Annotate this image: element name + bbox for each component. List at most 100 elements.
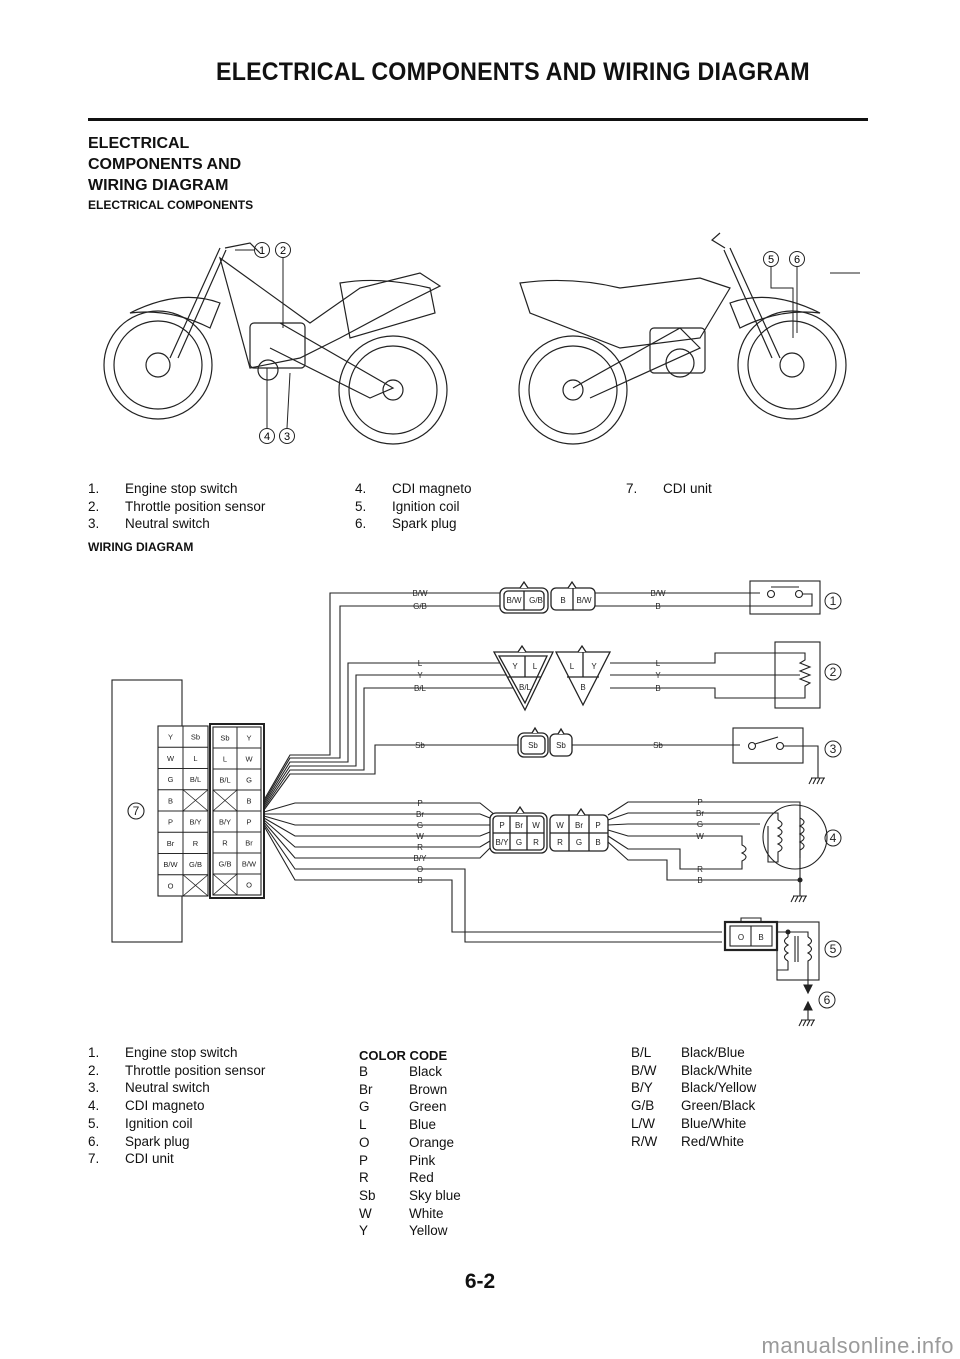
section-title: ELECTRICAL COMPONENTS AND WIRING DIAGRAM <box>88 133 328 196</box>
connector-pin: Y <box>512 662 518 671</box>
cdi-pin-label: Y <box>246 734 251 743</box>
cdi-pin-label: W <box>167 754 175 763</box>
color-code-name: Blue <box>409 1117 437 1133</box>
callout-5: 5 <box>830 942 837 956</box>
wiring-heading: WIRING DIAGRAM <box>88 540 194 554</box>
color-code-abbrev: B/L <box>631 1045 652 1060</box>
legend-item: 5.Ignition coil <box>88 1115 193 1131</box>
callout-circle <box>789 251 805 267</box>
wire-label: Y <box>655 671 661 680</box>
color-code-abbrev: B/Y <box>631 1080 653 1096</box>
cdi-empty-pin-mark <box>212 873 238 896</box>
color-code-name: White <box>409 1205 444 1221</box>
cdi-pin-label: O <box>168 881 174 890</box>
color-code-row: Y Yellow <box>359 1222 461 1240</box>
callout-circle <box>275 242 291 258</box>
cdi-empty-pin-mark <box>212 789 238 812</box>
cdi-pin-label: L <box>193 754 197 763</box>
wire-label: Br <box>696 809 704 818</box>
cdi-pin-label: G <box>246 776 252 785</box>
legend-item: 6.Spark plug <box>88 1133 190 1149</box>
wire-label: W <box>696 832 704 841</box>
wire-label: G <box>697 820 703 829</box>
components-heading: ELECTRICAL COMPONENTS <box>88 198 254 212</box>
legend-item: 4.CDI magneto <box>355 481 472 496</box>
color-code-name: Brown <box>409 1081 448 1097</box>
cdi-pin-label: G <box>168 775 174 784</box>
callout-2: 2 <box>830 665 837 679</box>
connector-pin: P <box>595 821 600 830</box>
connector-pin: Y <box>591 662 597 671</box>
connector-pin: B <box>560 596 565 605</box>
wiring-legend: 1.Engine stop switch 2.Throttle position… <box>88 1044 265 1168</box>
callout-1: 1 <box>259 245 265 257</box>
legend-item: 1.Engine stop switch <box>88 481 238 496</box>
connector-pin: B/W <box>576 596 592 605</box>
wire-label: B/W <box>650 589 666 598</box>
connector-pin: W <box>532 821 540 830</box>
callout-7: 7 <box>133 804 140 818</box>
left-side-motorcycle-illustration <box>103 242 448 445</box>
color-code-abbrev: Y <box>359 1223 369 1239</box>
color-code-row: Br Brown <box>359 1081 461 1099</box>
legend-item: 6.Spark plug <box>355 516 457 532</box>
color-code-name: Green <box>409 1099 447 1115</box>
callout-circle <box>127 802 145 820</box>
cdi-pin-label: Sb <box>191 733 200 742</box>
color-code-name: Yellow <box>409 1223 448 1239</box>
legend-item: 7.CDI unit <box>88 1151 174 1167</box>
color-code-name: Sky blue <box>409 1187 461 1203</box>
wire-label: G/B <box>413 602 427 611</box>
callout-circle <box>763 251 779 267</box>
wire-label: B <box>655 602 660 611</box>
wire-label: Br <box>416 810 424 819</box>
legend-item: 1.Engine stop switch <box>88 1045 238 1060</box>
callout-6: 6 <box>794 254 800 266</box>
connector-pin: B/Y <box>496 838 510 847</box>
connector-pin: R <box>557 838 563 847</box>
color-code-name: Pink <box>409 1152 436 1168</box>
legend-item: 7.CDI unit <box>626 481 712 496</box>
callout-5: 5 <box>768 254 774 266</box>
color-code-abbrev: Br <box>359 1081 373 1097</box>
connector-pin: Sb <box>528 741 538 750</box>
color-code-name: Black/White <box>681 1062 753 1078</box>
legend-item: 3.Neutral switch <box>88 516 210 532</box>
ignition-coil-symbol <box>776 921 820 981</box>
callout-2: 2 <box>280 245 286 257</box>
callout-group-left <box>235 242 805 444</box>
callout-circle <box>259 428 275 444</box>
wire-label: R <box>417 843 423 852</box>
color-code-name: Red <box>409 1170 434 1186</box>
color-code-name: Blue/White <box>681 1115 747 1131</box>
wire-label: B <box>697 876 702 885</box>
cdi-empty-pin-mark <box>182 874 209 897</box>
wire-label: Y <box>417 671 423 680</box>
color-code-abbrev: G/B <box>631 1098 655 1114</box>
color-code-name: Black/Yellow <box>681 1080 757 1096</box>
connector-pin: W <box>556 821 564 830</box>
color-code-name: Red/White <box>681 1133 745 1149</box>
connector-pin: L <box>533 662 538 671</box>
cdi-pin-label: L <box>223 755 227 764</box>
wire-label: L <box>656 659 661 668</box>
cdi-pin-label: B <box>168 796 173 805</box>
color-code-abbrev: R/W <box>631 1133 658 1149</box>
wire-label: P <box>697 798 702 807</box>
legend-item: 2.Throttle position sensor <box>88 1062 266 1078</box>
header-divider <box>88 118 868 121</box>
wire-label: B <box>417 876 422 885</box>
color-code-row: B/Y Black/Yellow <box>631 1079 756 1097</box>
